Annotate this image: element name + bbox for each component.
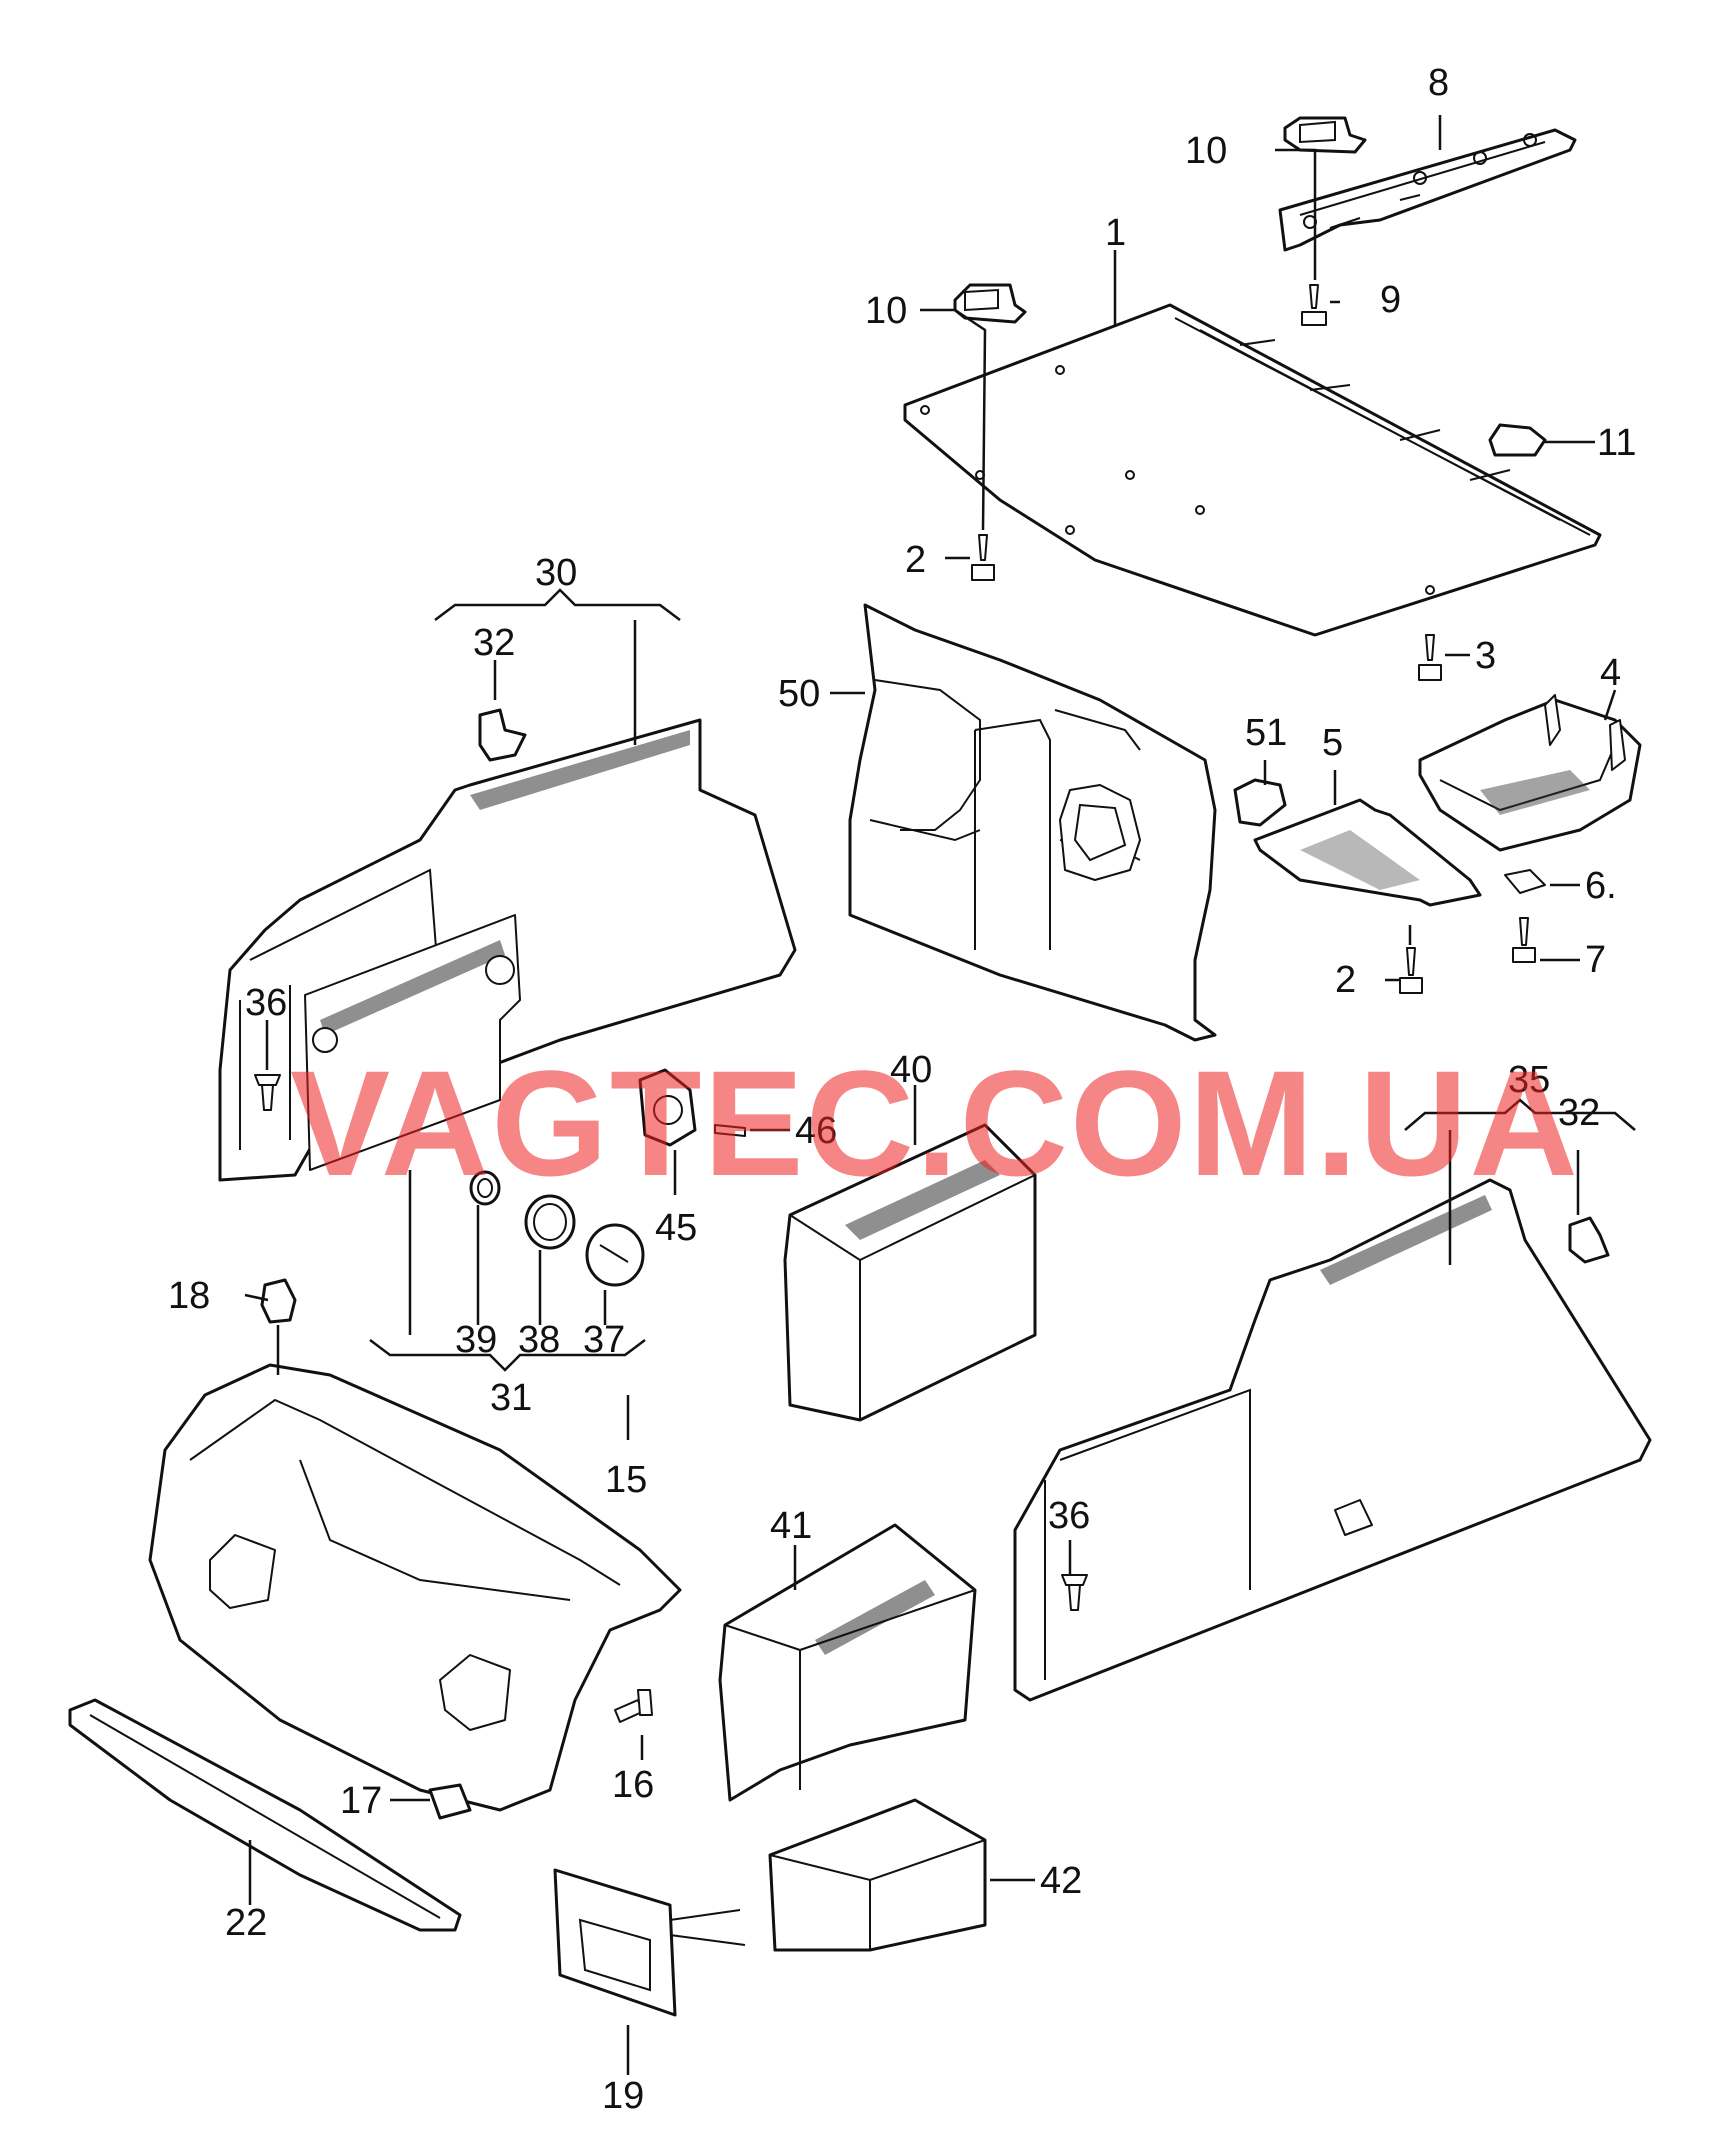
part-32-clip-left	[478, 708, 527, 762]
callout-2-lower: 2	[1335, 959, 1356, 1001]
part-4-storage-tray	[1418, 694, 1642, 852]
callout-31: 31	[490, 1377, 532, 1419]
callout-32-left: 32	[473, 622, 515, 664]
callout-38: 38	[518, 1319, 560, 1361]
callout-8: 8	[1428, 62, 1449, 104]
callout-1: 1	[1105, 212, 1126, 254]
callout-11: 11	[1597, 422, 1636, 464]
part-2-screw-lower	[1399, 947, 1423, 994]
callout-40: 40	[890, 1049, 932, 1091]
part-5-tray-cover	[1253, 798, 1482, 907]
callout-36-right: 36	[1048, 1495, 1090, 1537]
part-7-screw	[1512, 917, 1536, 963]
part-18-clip	[260, 1278, 297, 1324]
part-36-expanding-rivet-left	[254, 1074, 281, 1111]
part-30-left-side-trim	[218, 718, 797, 1182]
part-36-expanding-rivet-right	[1061, 1574, 1088, 1611]
callout-15: 15	[605, 1459, 647, 1501]
part-41-side-box	[718, 1523, 977, 1802]
callout-30: 30	[535, 552, 577, 594]
callout-36-left: 36	[245, 982, 287, 1024]
callout-5: 5	[1322, 722, 1343, 764]
callout-6: 6.	[1585, 865, 1617, 907]
part-15-trunk-lid-trim	[148, 1363, 682, 1812]
callout-45: 45	[655, 1207, 697, 1249]
part-32-clip-right	[1568, 1216, 1610, 1264]
part-11-clip	[1488, 423, 1547, 457]
part-39-ring	[469, 1170, 501, 1206]
part-1-parcel-shelf	[903, 303, 1602, 637]
part-10-clip-left	[953, 283, 1027, 324]
part-10-clip-upper	[1283, 116, 1367, 154]
callout-16: 16	[612, 1764, 654, 1806]
part-35-right-side-trim	[1013, 1178, 1652, 1702]
callout-2-upper: 2	[905, 539, 926, 581]
part-50-rear-panel	[848, 603, 1217, 1042]
callout-10-left: 10	[865, 290, 907, 332]
callout-22: 22	[225, 1902, 267, 1944]
leader-lines	[244, 115, 1636, 2075]
callout-51: 51	[1245, 712, 1287, 754]
callout-37: 37	[583, 1319, 625, 1361]
callout-39: 39	[455, 1319, 497, 1361]
part-6-clip-nut	[1504, 869, 1546, 894]
callout-50: 50	[778, 673, 820, 715]
callout-labels: 1 2 3 4 5 6. 7 8 9 10 10 11 2 15 16 17 1…	[168, 62, 1636, 2117]
part-38-seal-ring	[524, 1194, 576, 1250]
callout-41: 41	[770, 1505, 812, 1547]
part-8-bracket-rail	[1278, 128, 1577, 252]
part-45-hook	[638, 1068, 697, 1147]
part-17-clip	[428, 1783, 472, 1820]
part-19-lamp	[553, 1868, 746, 2017]
part-9-screw	[1301, 284, 1327, 326]
part-3-screw	[1418, 634, 1442, 681]
part-46-screw	[714, 1124, 746, 1137]
part-40-storage-box	[783, 1123, 1037, 1422]
callout-10-upper: 10	[1185, 130, 1227, 172]
callout-19: 19	[602, 2075, 644, 2117]
callout-46: 46	[795, 1110, 837, 1152]
callout-9: 9	[1380, 279, 1401, 321]
callout-3: 3	[1475, 635, 1496, 677]
part-51-clip	[1233, 778, 1287, 827]
watermark-text: VAGTEC.COM.UA	[290, 1039, 1580, 1207]
part-37-cover-cap	[585, 1223, 645, 1287]
part-16-screw	[614, 1689, 653, 1723]
callout-32-right: 32	[1558, 1092, 1600, 1134]
callout-17: 17	[340, 1780, 382, 1822]
part-22-trim-strip	[68, 1698, 462, 1932]
part-42-basket	[768, 1798, 987, 1952]
callout-18: 18	[168, 1275, 210, 1317]
callout-42: 42	[1040, 1860, 1082, 1902]
callout-4: 4	[1600, 652, 1621, 694]
callout-7: 7	[1585, 939, 1606, 981]
callout-35: 35	[1508, 1059, 1550, 1101]
part-2-screw-upper	[971, 534, 995, 581]
